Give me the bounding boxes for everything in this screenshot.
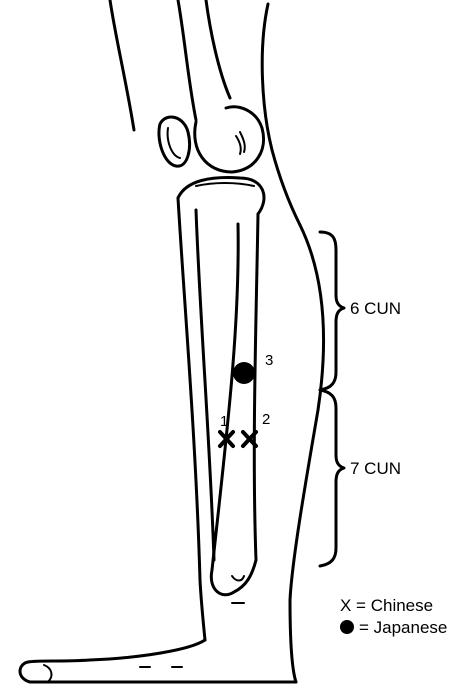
joint-line: [196, 183, 254, 186]
condyle-detail-2: [236, 136, 241, 154]
foot-top: [28, 640, 205, 662]
thigh-front-outline: [262, 4, 300, 225]
patella: [159, 117, 190, 166]
legend-dot-icon: [340, 620, 354, 634]
patella-inner: [168, 128, 180, 158]
tibia-left-edge: [212, 224, 238, 570]
thigh-back-outline: [110, 0, 134, 130]
malleolus-detail: [232, 576, 244, 581]
femur-right-edge: [206, 0, 230, 98]
point-2-label: 2: [262, 412, 270, 427]
femur-left-edge: [178, 0, 196, 120]
fibula-left-edge: [178, 198, 205, 640]
point-1-label: 1: [220, 414, 228, 429]
segment-label-7-cun: 7 CUN: [350, 460, 401, 477]
brace-7-cun: [320, 390, 344, 566]
toe-detail: [44, 665, 51, 682]
calf-outline: [290, 225, 324, 682]
legend-chinese: X = Chinese: [340, 597, 433, 614]
segment-label-6-cun: 6 CUN: [350, 300, 401, 317]
femoral-condyle: [195, 107, 264, 172]
point-3-label: 3: [265, 353, 273, 368]
point-3-dot-marker: [233, 362, 255, 384]
legend-japanese: = Japanese: [359, 619, 447, 636]
fibula-right-edge: [196, 210, 214, 560]
tibia-right-edge: [254, 214, 258, 560]
